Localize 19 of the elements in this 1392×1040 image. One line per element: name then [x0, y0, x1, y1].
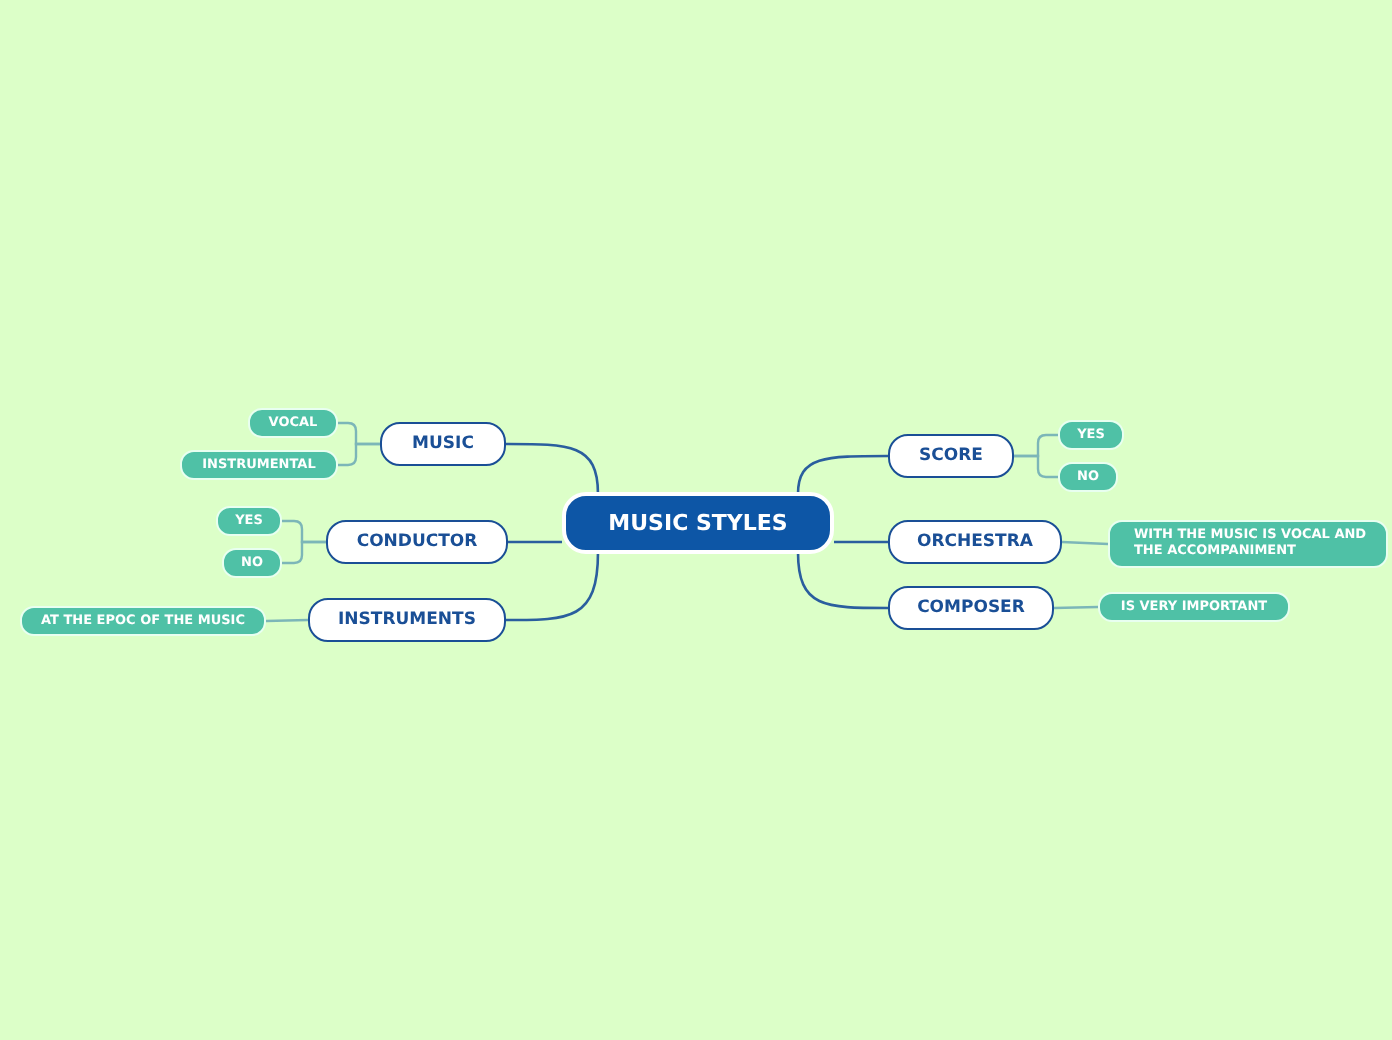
- connector-line: [265, 618, 309, 623]
- connector-line: [834, 540, 888, 544]
- main-topic: MUSIC: [380, 422, 506, 466]
- connector-line: [1053, 605, 1099, 610]
- connector-line: [508, 540, 562, 544]
- main-topic: ORCHESTRA: [888, 520, 1062, 564]
- connector-line: [796, 454, 888, 495]
- connector-line: [338, 442, 380, 467]
- central-topic: MUSIC STYLES: [562, 492, 834, 554]
- main-topic: INSTRUMENTS: [308, 598, 506, 642]
- main-topic: COMPOSER: [888, 586, 1054, 630]
- connector-line: [506, 442, 600, 495]
- connector-line: [796, 551, 888, 610]
- connector-line: [1014, 454, 1058, 479]
- connector-line: [1061, 540, 1109, 546]
- main-topic: SCORE: [888, 434, 1014, 478]
- main-topic: CONDUCTOR: [326, 520, 508, 564]
- connector-line: [506, 551, 600, 622]
- connector-line: [282, 540, 326, 565]
